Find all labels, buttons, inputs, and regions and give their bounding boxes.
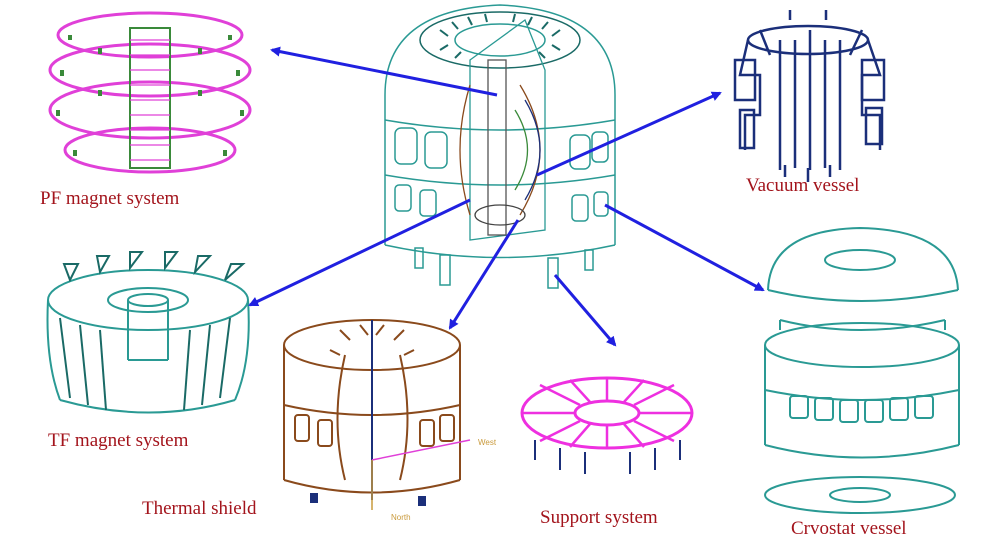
- arrow-to-cryostat: [604, 203, 765, 292]
- arrow-to-vacuum: [536, 91, 722, 177]
- support-system-caption: Support system: [540, 507, 658, 528]
- arrow-to-pf: [270, 46, 498, 97]
- arrow-to-tf: [248, 198, 471, 307]
- tokamak-assembly-icon: [384, 4, 616, 289]
- vacuum-vessel-icon: [733, 10, 886, 182]
- compass-west-label: West: [478, 438, 497, 447]
- cryostat-vessel-caption: Crvostat vessel: [791, 518, 907, 539]
- thermal-shield-caption: Thermal shield: [142, 498, 257, 519]
- compass-north-label: North: [391, 513, 411, 522]
- vacuum-vessel-caption: Vacuum vessel: [746, 175, 860, 196]
- arrow-to-support: [553, 274, 617, 347]
- pf-magnet-icon: [48, 11, 252, 174]
- arrow-to-thermal: [448, 219, 520, 330]
- tf-magnet-icon: [46, 251, 250, 414]
- cryostat-vessel-icon: [764, 226, 960, 514]
- thermal-shield-icon: [283, 319, 471, 510]
- support-system-icon: [520, 376, 694, 474]
- tf-magnet-caption: TF magnet system: [48, 430, 189, 451]
- connector-arrows: [248, 46, 765, 347]
- pf-magnet-caption: PF magnet system: [40, 188, 180, 209]
